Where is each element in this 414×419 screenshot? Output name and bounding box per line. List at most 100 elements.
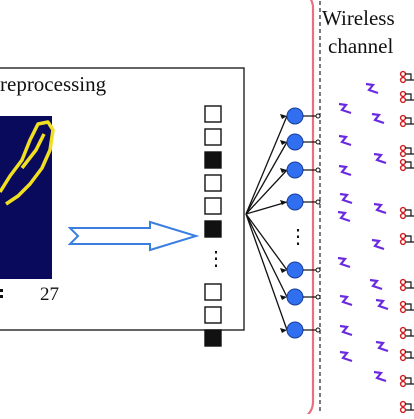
signal-bolt (369, 278, 383, 291)
antenna-stem (405, 209, 414, 217)
antenna-tip (399, 120, 407, 128)
output-node (286, 161, 304, 179)
edge-arrowhead (280, 328, 287, 333)
edge-line (245, 213, 288, 271)
antenna-stem (405, 93, 414, 101)
signal-bolt (337, 210, 351, 223)
output-node (286, 133, 304, 151)
antenna-stem (405, 235, 414, 243)
edge-line (245, 141, 288, 215)
vector-cell (204, 151, 222, 169)
signal-bolt (373, 152, 387, 165)
vector-cell (204, 128, 222, 146)
edge-arrowhead (280, 295, 287, 300)
wireless-channel-box (319, 0, 321, 419)
antenna-tip (399, 212, 407, 220)
wireless-title-line2: channel (328, 34, 394, 58)
signal-bolt (365, 82, 379, 95)
antenna-stem (405, 403, 414, 411)
vector-ellipsis: ⋮ (206, 248, 226, 270)
output-node (286, 288, 304, 306)
vector-cell (204, 283, 222, 301)
antenna-stem (405, 303, 414, 311)
antenna-stem (405, 351, 414, 359)
receiver-antennas (399, 70, 414, 414)
edge-arrowhead (280, 140, 287, 145)
antenna-tip (399, 332, 407, 340)
output-nodes (286, 107, 321, 339)
edge-arrowhead (280, 200, 287, 205)
vector-cell (204, 220, 222, 238)
output-node (286, 261, 304, 279)
axis-tick-mark (0, 289, 3, 292)
axis-tick-label: 27 (40, 284, 59, 305)
signal-bolt (375, 340, 389, 353)
antenna-tip (399, 306, 407, 314)
antenna-tip (399, 400, 407, 408)
signal-bolt (339, 324, 353, 337)
edge-arrowhead (280, 268, 287, 273)
node-antenna-tip (315, 167, 321, 173)
edge-line (245, 213, 288, 298)
vector-cell (204, 306, 222, 324)
antenna-tip (399, 96, 407, 104)
antenna-tip (399, 90, 407, 98)
vector-cell (204, 329, 222, 347)
signal-bolt (339, 192, 353, 205)
antenna-tip (399, 326, 407, 334)
signal-bolt (373, 370, 387, 383)
antenna-stem (405, 161, 414, 169)
wireless-title-line1: Wireless (322, 6, 395, 30)
output-node (286, 193, 304, 211)
signal-bolt (339, 350, 353, 363)
axis-tick-mark (0, 295, 3, 298)
signal-bolt (371, 112, 385, 125)
antenna-stem (405, 377, 414, 385)
antenna-tip (399, 278, 407, 286)
signal-bolt (375, 298, 389, 311)
antenna-tip (399, 284, 407, 292)
edges (245, 114, 288, 333)
antenna-stem (405, 73, 414, 81)
antenna-tip (399, 144, 407, 152)
node-antenna-tip (315, 267, 321, 273)
signal-bolt (339, 294, 353, 307)
antenna-tip (399, 114, 407, 122)
transmitter-box (0, 0, 315, 419)
node-antenna-tip (315, 139, 321, 145)
edge-line (245, 115, 288, 215)
edge-line (245, 213, 288, 331)
node-antenna-tip (315, 199, 321, 205)
edge-arrowhead (280, 168, 287, 173)
antenna-tip (399, 348, 407, 356)
wireless-signals (337, 82, 389, 383)
preprocessing-title: reprocessing (0, 72, 107, 96)
antenna-tip (399, 158, 407, 166)
antenna-stem (405, 281, 414, 289)
signal-bolt (373, 202, 387, 215)
vector-cell (204, 174, 222, 192)
vector-cell (204, 197, 222, 215)
signal-bolt (338, 102, 352, 115)
flatten-arrow (67, 220, 200, 252)
preprocessing-box (0, 67, 245, 331)
digit-stroke (0, 120, 55, 206)
signal-bolt (337, 256, 351, 269)
digit-image (0, 116, 52, 279)
edge-line (245, 201, 288, 215)
signal-bolt (338, 134, 352, 147)
antenna-tip (399, 76, 407, 84)
antenna-tip (399, 300, 407, 308)
antenna-stem (405, 147, 414, 155)
antenna-tip (399, 232, 407, 240)
output-node (286, 321, 304, 339)
edge-line (245, 169, 288, 215)
antenna-tip (399, 374, 407, 382)
antenna-tip (399, 206, 407, 214)
antenna-tip (399, 164, 407, 172)
antenna-tip (399, 238, 407, 246)
node-antenna-tip (315, 327, 321, 333)
antenna-tip (399, 406, 407, 414)
